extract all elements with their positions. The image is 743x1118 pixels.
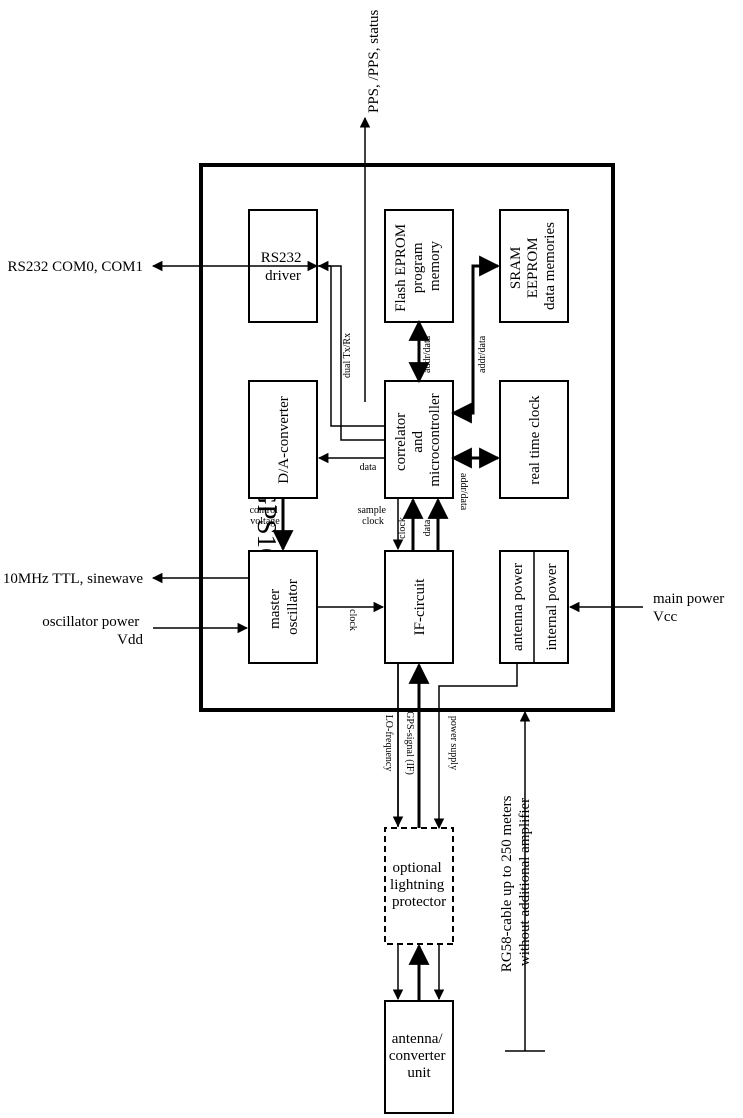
svg-text:data: data	[422, 519, 433, 536]
svg-text:LO-frequency: LO-frequency	[383, 715, 394, 772]
svg-text:addr/data: addr/data	[458, 473, 469, 511]
lightning-protector-block: optional lightning protector	[384, 827, 454, 945]
cable-dimension: RG58-cable up to 250 meters without addi…	[499, 710, 545, 1052]
svg-text:D/A-converter: D/A-converter	[276, 396, 292, 483]
correlator-block: correlator and microcontroller	[384, 380, 454, 499]
svg-text:Flash EPROM program: Flash EPROM program memory	[393, 220, 443, 312]
svg-text:dual Tx/Rx: dual Tx/Rx	[342, 333, 353, 378]
svg-text:addr/data: addr/data	[422, 335, 433, 373]
svg-text:antenna power: antenna power	[510, 563, 526, 651]
antenna-unit-block: antenna/ converter unit	[384, 1000, 454, 1114]
power-blocks: antenna power internal power	[499, 550, 569, 664]
master-oscillator-block: master oscillator	[248, 550, 318, 664]
svg-text:clock: clock	[347, 609, 358, 631]
svg-text:internal power: internal power	[544, 563, 560, 650]
svg-text:correlator and: correlator and microcontroller	[393, 393, 443, 486]
svg-text:10MHz TTL, sinewave: 10MHz TTL, sinewave	[3, 571, 143, 587]
sram-block: SRAM EEPROM data memories	[499, 209, 569, 323]
svg-text:GPS-signal (IF): GPS-signal (IF)	[404, 711, 415, 775]
pps-label: PPS, /PPS, status	[366, 9, 382, 113]
svg-text:master oscillator: master oscillator	[267, 579, 301, 635]
svg-text:sample clock: sample clock	[358, 505, 389, 527]
rtc-block: real time clock	[499, 380, 569, 499]
svg-text:oscillator power Vdd: oscillator power Vdd	[42, 614, 143, 648]
svg-text:RG58-cable up to 250 meters: RG58-cable up to 250 meters without addi…	[499, 792, 533, 972]
svg-text:data: data	[360, 462, 377, 473]
if-circuit-block: IF-circuit	[384, 550, 454, 664]
svg-text:clock: clock	[397, 517, 408, 539]
pps-signal: PPS, /PPS, status	[359, 9, 382, 402]
da-converter-block: D/A-converter	[248, 380, 318, 499]
svg-text:main power Vcc: main power Vcc	[653, 591, 728, 625]
svg-text:power supply: power supply	[448, 716, 459, 770]
svg-text:SRAM EEPROM da: SRAM EEPROM data memories	[508, 222, 558, 310]
svg-text:optional lightning: optional lightning protector	[390, 860, 448, 910]
flash-eprom-block: Flash EPROM program memory	[384, 209, 454, 323]
rs232-label: RS232 COM0, COM1	[8, 259, 143, 275]
svg-text:real time clock: real time clock	[527, 395, 543, 485]
svg-text:control voltage: control voltage	[250, 505, 281, 527]
svg-text:addr/data: addr/data	[477, 335, 488, 373]
svg-text:IF-circuit: IF-circuit	[412, 578, 428, 635]
gps161-frame	[199, 163, 615, 712]
svg-text:antenna/ converter: antenna/ converter unit	[389, 1031, 449, 1081]
